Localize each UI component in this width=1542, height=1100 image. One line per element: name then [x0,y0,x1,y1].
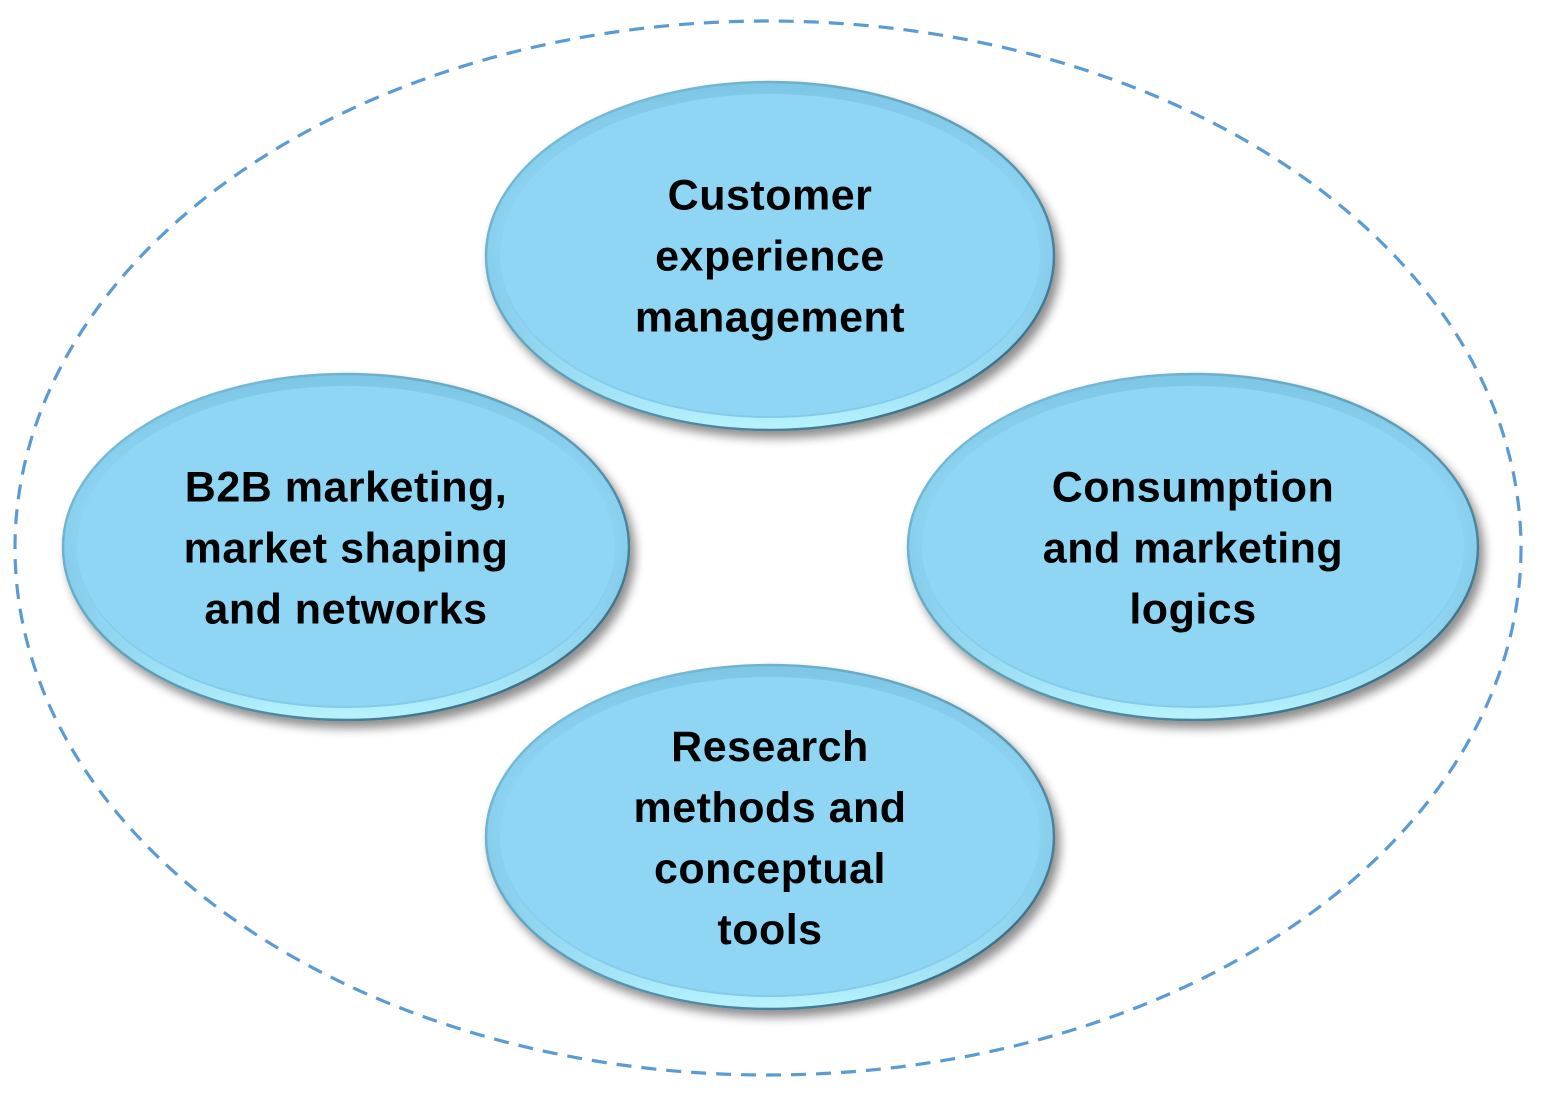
dashed-container-ellipse [13,19,1523,1077]
bubble-research-methods [484,663,1056,1011]
bubble-face [77,388,615,706]
bubble-bevel [908,374,1478,720]
bubbles-layer [61,80,1480,1011]
bubble-face [500,96,1040,416]
bubble-edge [61,372,631,722]
bubble-bevel [486,82,1054,430]
bubble-edge [484,80,1056,432]
bubble-bevel [63,374,629,720]
bubble-face [500,679,1040,995]
bubble-edge [484,663,1056,1011]
bubble-face [922,388,1464,706]
bubble-customer-experience-management [484,80,1056,432]
bubble-edge [906,372,1480,722]
bubble-bevel [486,665,1054,1009]
bubble-consumption-marketing-logics [906,372,1480,722]
bubble-b2b-marketing [61,372,631,722]
